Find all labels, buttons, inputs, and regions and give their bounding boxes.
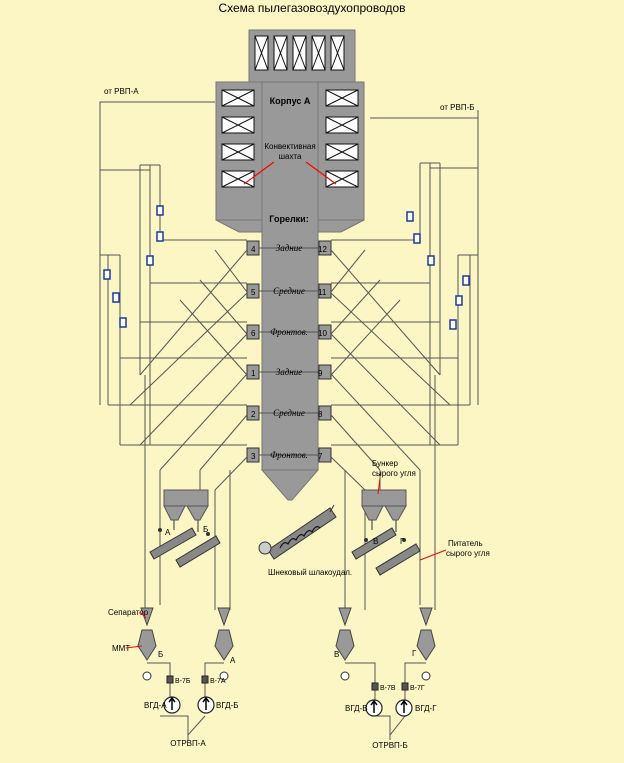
burner-row-name: Фронтов. bbox=[270, 327, 308, 337]
bunker-label-2: сырого угля bbox=[372, 469, 416, 478]
screw-label: Шнековый шлакоудал. bbox=[268, 568, 352, 577]
feeder-tag-g: Г bbox=[400, 537, 405, 546]
fan-ducts bbox=[147, 662, 426, 740]
feeder-pointer bbox=[419, 549, 447, 561]
right-mills bbox=[335, 607, 436, 661]
gate-b: В-7Б bbox=[175, 678, 191, 685]
mill-tag-a: А bbox=[230, 656, 236, 665]
convective-shaft-label: Конвективная bbox=[264, 142, 315, 151]
return-left: ОТРВП-А bbox=[170, 739, 206, 748]
mill-label: ММТ bbox=[112, 644, 130, 653]
top-heat-exchangers bbox=[254, 35, 345, 71]
burner-row: 3 7 Фронтов. bbox=[246, 447, 332, 463]
right-shaft-coils bbox=[325, 89, 359, 188]
mill-pointer bbox=[125, 645, 143, 649]
feeder-tag-v: В bbox=[373, 537, 378, 546]
feeder-label-2: сырого угля bbox=[446, 549, 490, 558]
burner-number: 6 bbox=[251, 329, 256, 338]
burner-row-name: Средние bbox=[273, 286, 305, 296]
burners-label: Горелки: bbox=[269, 214, 308, 224]
burner-row: 5 11 Средние bbox=[246, 283, 332, 299]
gates bbox=[166, 675, 409, 691]
burner-row-name: Фронтов. bbox=[270, 450, 308, 460]
left-air-ducts bbox=[99, 101, 248, 610]
burner-number: 5 bbox=[251, 288, 256, 297]
feeder-tag-b: Б bbox=[203, 525, 208, 534]
burner-number: 1 bbox=[251, 369, 256, 378]
gate-v: В-7В bbox=[380, 685, 396, 692]
source-right-label: от РВП-Б bbox=[440, 103, 475, 112]
left-bunker bbox=[163, 489, 209, 532]
left-mills bbox=[137, 607, 234, 661]
right-feeders bbox=[351, 527, 421, 576]
shaft-pointers bbox=[243, 161, 337, 185]
burner-number: 3 bbox=[251, 452, 256, 461]
burner-number: 9 bbox=[318, 369, 323, 378]
boiler-label: Корпус А bbox=[270, 96, 311, 106]
fans bbox=[163, 696, 413, 717]
mill-tag-v: В bbox=[334, 650, 339, 659]
burner-row: 4 12 Задние bbox=[246, 240, 332, 256]
screw-conveyor bbox=[258, 504, 337, 560]
separator-label: Сепаратор bbox=[108, 608, 149, 617]
left-feeders bbox=[149, 527, 221, 568]
burner-number: 8 bbox=[318, 410, 323, 419]
burner-row: 2 8 Средние bbox=[246, 405, 332, 421]
fan-g: ВГД-Г bbox=[415, 704, 437, 713]
burner-number: 2 bbox=[251, 410, 256, 419]
bunker-pointer bbox=[377, 477, 381, 495]
air-dampers bbox=[103, 205, 470, 330]
burner-row-name: Задние bbox=[276, 367, 302, 377]
mill-tag-g: Г bbox=[412, 649, 417, 658]
burner-row-name: Задние bbox=[276, 243, 302, 253]
burner-number: 7 bbox=[318, 452, 323, 461]
source-left-label: от РВП-А bbox=[104, 87, 139, 96]
right-bunker bbox=[361, 489, 407, 532]
separator-pointer bbox=[139, 611, 147, 619]
fan-v: ВГД-В bbox=[345, 704, 368, 713]
diagram-title: Схема пылегазовоздухопроводов bbox=[218, 1, 405, 15]
feeder-label: Питатель bbox=[448, 539, 483, 548]
burner-number: 11 bbox=[318, 288, 327, 297]
fan-b: ВГД-Б bbox=[216, 701, 238, 710]
gate-a: В-7А bbox=[210, 678, 226, 685]
burner-number: 4 bbox=[251, 245, 256, 254]
gate-g: В-7Г bbox=[410, 685, 425, 692]
convective-shaft-label-2: шахта bbox=[279, 152, 302, 161]
burner-number: 12 bbox=[318, 245, 327, 254]
fan-a: ВГД-А bbox=[144, 701, 167, 710]
bunker-label: Бункер bbox=[372, 459, 399, 468]
left-shaft-coils bbox=[221, 89, 255, 188]
burner-row-name: Средние bbox=[273, 408, 305, 418]
feeder-tag-a: А bbox=[165, 528, 171, 537]
burner-number: 10 bbox=[318, 329, 327, 338]
burner-rows: 4 12 Задние 5 11 Средние 6 10 Фронтов. bbox=[246, 240, 332, 463]
mill-tag-b: Б bbox=[158, 650, 163, 659]
return-right: ОТРВП-Б bbox=[372, 741, 407, 750]
fan-arrows bbox=[168, 696, 408, 713]
mill-motors bbox=[142, 671, 431, 681]
burner-row: 1 9 Задние bbox=[246, 364, 332, 380]
burner-row: 6 10 Фронтов. bbox=[246, 324, 332, 340]
